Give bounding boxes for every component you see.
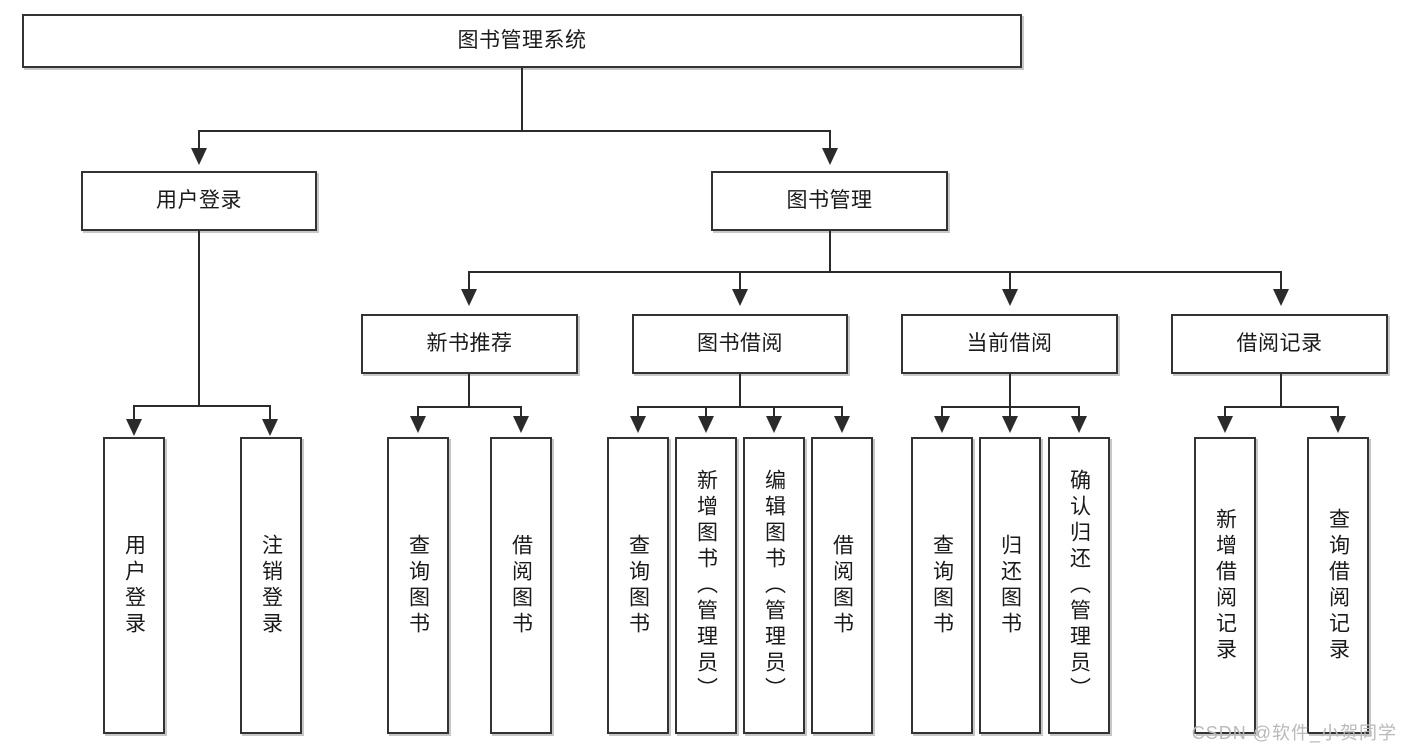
connector-book-management-stem bbox=[829, 231, 831, 272]
leaf-logout-login-label: 注销登录 bbox=[259, 533, 283, 638]
connector-bb-bus bbox=[637, 406, 841, 408]
node-current-borrow-label: 当前借阅 bbox=[966, 331, 1053, 355]
leaf-logout-login[interactable]: 注销登录 bbox=[240, 437, 302, 734]
connector-cb-to-leaf-1 bbox=[941, 406, 943, 418]
leaf-borrow-book-1[interactable]: 借阅图书 bbox=[490, 437, 552, 734]
connector-bb-to-leaf-1 bbox=[637, 406, 639, 418]
leaf-add-borrow-record[interactable]: 新增借阅记录 bbox=[1194, 437, 1256, 734]
connector-nbr-to-leaf-2 bbox=[520, 406, 522, 418]
node-root[interactable]: 图书管理系统 bbox=[22, 14, 1022, 68]
arrow-user-login-to-leaf-2 bbox=[262, 419, 278, 436]
connector-bm-to-new-book-recommend bbox=[468, 271, 470, 292]
arrow-bb-to-leaf-4 bbox=[834, 416, 850, 433]
node-user-login-label: 用户登录 bbox=[156, 188, 242, 212]
node-book-borrow[interactable]: 图书借阅 bbox=[632, 314, 848, 374]
arrow-cb-to-leaf-2 bbox=[1002, 416, 1018, 433]
connector-bm-to-book-borrow bbox=[739, 271, 741, 292]
leaf-query-book-2[interactable]: 查询图书 bbox=[607, 437, 669, 734]
connector-bb-to-leaf-3 bbox=[773, 406, 775, 418]
node-current-borrow[interactable]: 当前借阅 bbox=[901, 314, 1118, 374]
connector-bb-to-leaf-2 bbox=[705, 406, 707, 418]
leaf-user-login[interactable]: 用户登录 bbox=[103, 437, 165, 734]
leaf-confirm-return-label: 确认归还（管理员） bbox=[1067, 468, 1091, 703]
arrow-bb-to-leaf-1 bbox=[630, 416, 646, 433]
leaf-query-book-2-label: 查询图书 bbox=[626, 533, 650, 638]
connector-user-login-to-leaf-1 bbox=[133, 405, 135, 422]
leaf-query-book-1[interactable]: 查询图书 bbox=[387, 437, 449, 734]
leaf-confirm-return[interactable]: 确认归还（管理员） bbox=[1048, 437, 1110, 734]
connector-root-bus bbox=[198, 130, 831, 132]
node-user-login[interactable]: 用户登录 bbox=[81, 171, 317, 231]
connector-bb-to-leaf-4 bbox=[841, 406, 843, 418]
connector-root-to-user-login bbox=[198, 130, 200, 152]
arrow-bb-to-leaf-2 bbox=[698, 416, 714, 433]
leaf-borrow-book-2[interactable]: 借阅图书 bbox=[811, 437, 873, 734]
leaf-borrow-book-2-label: 借阅图书 bbox=[830, 533, 854, 638]
connector-user-login-stem bbox=[198, 231, 200, 406]
connector-br-to-leaf-1 bbox=[1224, 406, 1226, 418]
connector-br-bus bbox=[1224, 406, 1338, 408]
arrow-bm-to-new-book-recommend bbox=[461, 289, 477, 306]
node-new-book-recommend-label: 新书推荐 bbox=[426, 331, 513, 355]
leaf-query-book-1-label: 查询图书 bbox=[406, 533, 430, 638]
node-book-management[interactable]: 图书管理 bbox=[711, 171, 948, 231]
leaf-add-borrow-record-label: 新增借阅记录 bbox=[1213, 507, 1237, 664]
node-book-borrow-label: 图书借阅 bbox=[697, 331, 783, 355]
leaf-query-borrow-record[interactable]: 查询借阅记录 bbox=[1307, 437, 1369, 734]
leaf-edit-book[interactable]: 编辑图书（管理员） bbox=[743, 437, 805, 734]
node-borrow-record[interactable]: 借阅记录 bbox=[1171, 314, 1388, 374]
connector-nbr-bus bbox=[417, 406, 522, 408]
leaf-add-book[interactable]: 新增图书（管理员） bbox=[675, 437, 737, 734]
arrow-bm-to-current-borrow bbox=[1002, 289, 1018, 306]
leaf-return-book-label: 归还图书 bbox=[998, 533, 1022, 638]
node-root-label: 图书管理系统 bbox=[457, 28, 587, 52]
connector-book-management-bus bbox=[468, 271, 1280, 273]
connector-cb-to-leaf-3 bbox=[1078, 406, 1080, 418]
arrow-br-to-leaf-2 bbox=[1330, 416, 1346, 433]
leaf-query-borrow-record-label: 查询借阅记录 bbox=[1326, 507, 1350, 664]
leaf-query-book-3-label: 查询图书 bbox=[930, 533, 954, 638]
connector-user-login-bus bbox=[133, 405, 270, 407]
node-borrow-record-label: 借阅记录 bbox=[1236, 331, 1323, 355]
node-book-management-label: 图书管理 bbox=[786, 188, 873, 212]
leaf-borrow-book-1-label: 借阅图书 bbox=[509, 533, 533, 638]
connector-br-stem bbox=[1280, 374, 1282, 407]
connector-bm-to-current-borrow bbox=[1009, 271, 1011, 292]
arrow-root-to-user-login bbox=[191, 148, 207, 165]
arrow-bb-to-leaf-3 bbox=[766, 416, 782, 433]
connector-br-to-leaf-2 bbox=[1337, 406, 1339, 418]
connector-root-to-book-management bbox=[829, 130, 831, 152]
connector-nbr-to-leaf-1 bbox=[417, 406, 419, 418]
leaf-return-book[interactable]: 归还图书 bbox=[979, 437, 1041, 734]
arrow-nbr-to-leaf-1 bbox=[410, 416, 426, 433]
arrow-root-to-book-management bbox=[822, 148, 838, 165]
connector-bm-to-borrow-record bbox=[1280, 271, 1282, 292]
arrow-cb-to-leaf-1 bbox=[934, 416, 950, 433]
arrow-bm-to-book-borrow bbox=[732, 289, 748, 306]
arrow-bm-to-borrow-record bbox=[1273, 289, 1289, 306]
leaf-query-book-3[interactable]: 查询图书 bbox=[911, 437, 973, 734]
arrow-br-to-leaf-1 bbox=[1217, 416, 1233, 433]
arrow-user-login-to-leaf-1 bbox=[126, 419, 142, 436]
leaf-add-book-label: 新增图书（管理员） bbox=[694, 468, 718, 703]
leaf-edit-book-label: 编辑图书（管理员） bbox=[762, 468, 786, 703]
leaf-user-login-label: 用户登录 bbox=[122, 533, 146, 638]
connector-user-login-to-leaf-2 bbox=[269, 405, 271, 422]
connector-bb-stem bbox=[739, 374, 741, 407]
arrow-nbr-to-leaf-2 bbox=[513, 416, 529, 433]
connector-cb-to-leaf-2 bbox=[1009, 406, 1011, 418]
watermark: CSDN @软件_小贺同学 bbox=[1191, 723, 1397, 743]
node-new-book-recommend[interactable]: 新书推荐 bbox=[361, 314, 578, 374]
arrow-cb-to-leaf-3 bbox=[1071, 416, 1087, 433]
connector-nbr-stem bbox=[468, 374, 470, 407]
connector-cb-stem bbox=[1009, 374, 1011, 407]
connector-root-stem bbox=[521, 68, 523, 131]
